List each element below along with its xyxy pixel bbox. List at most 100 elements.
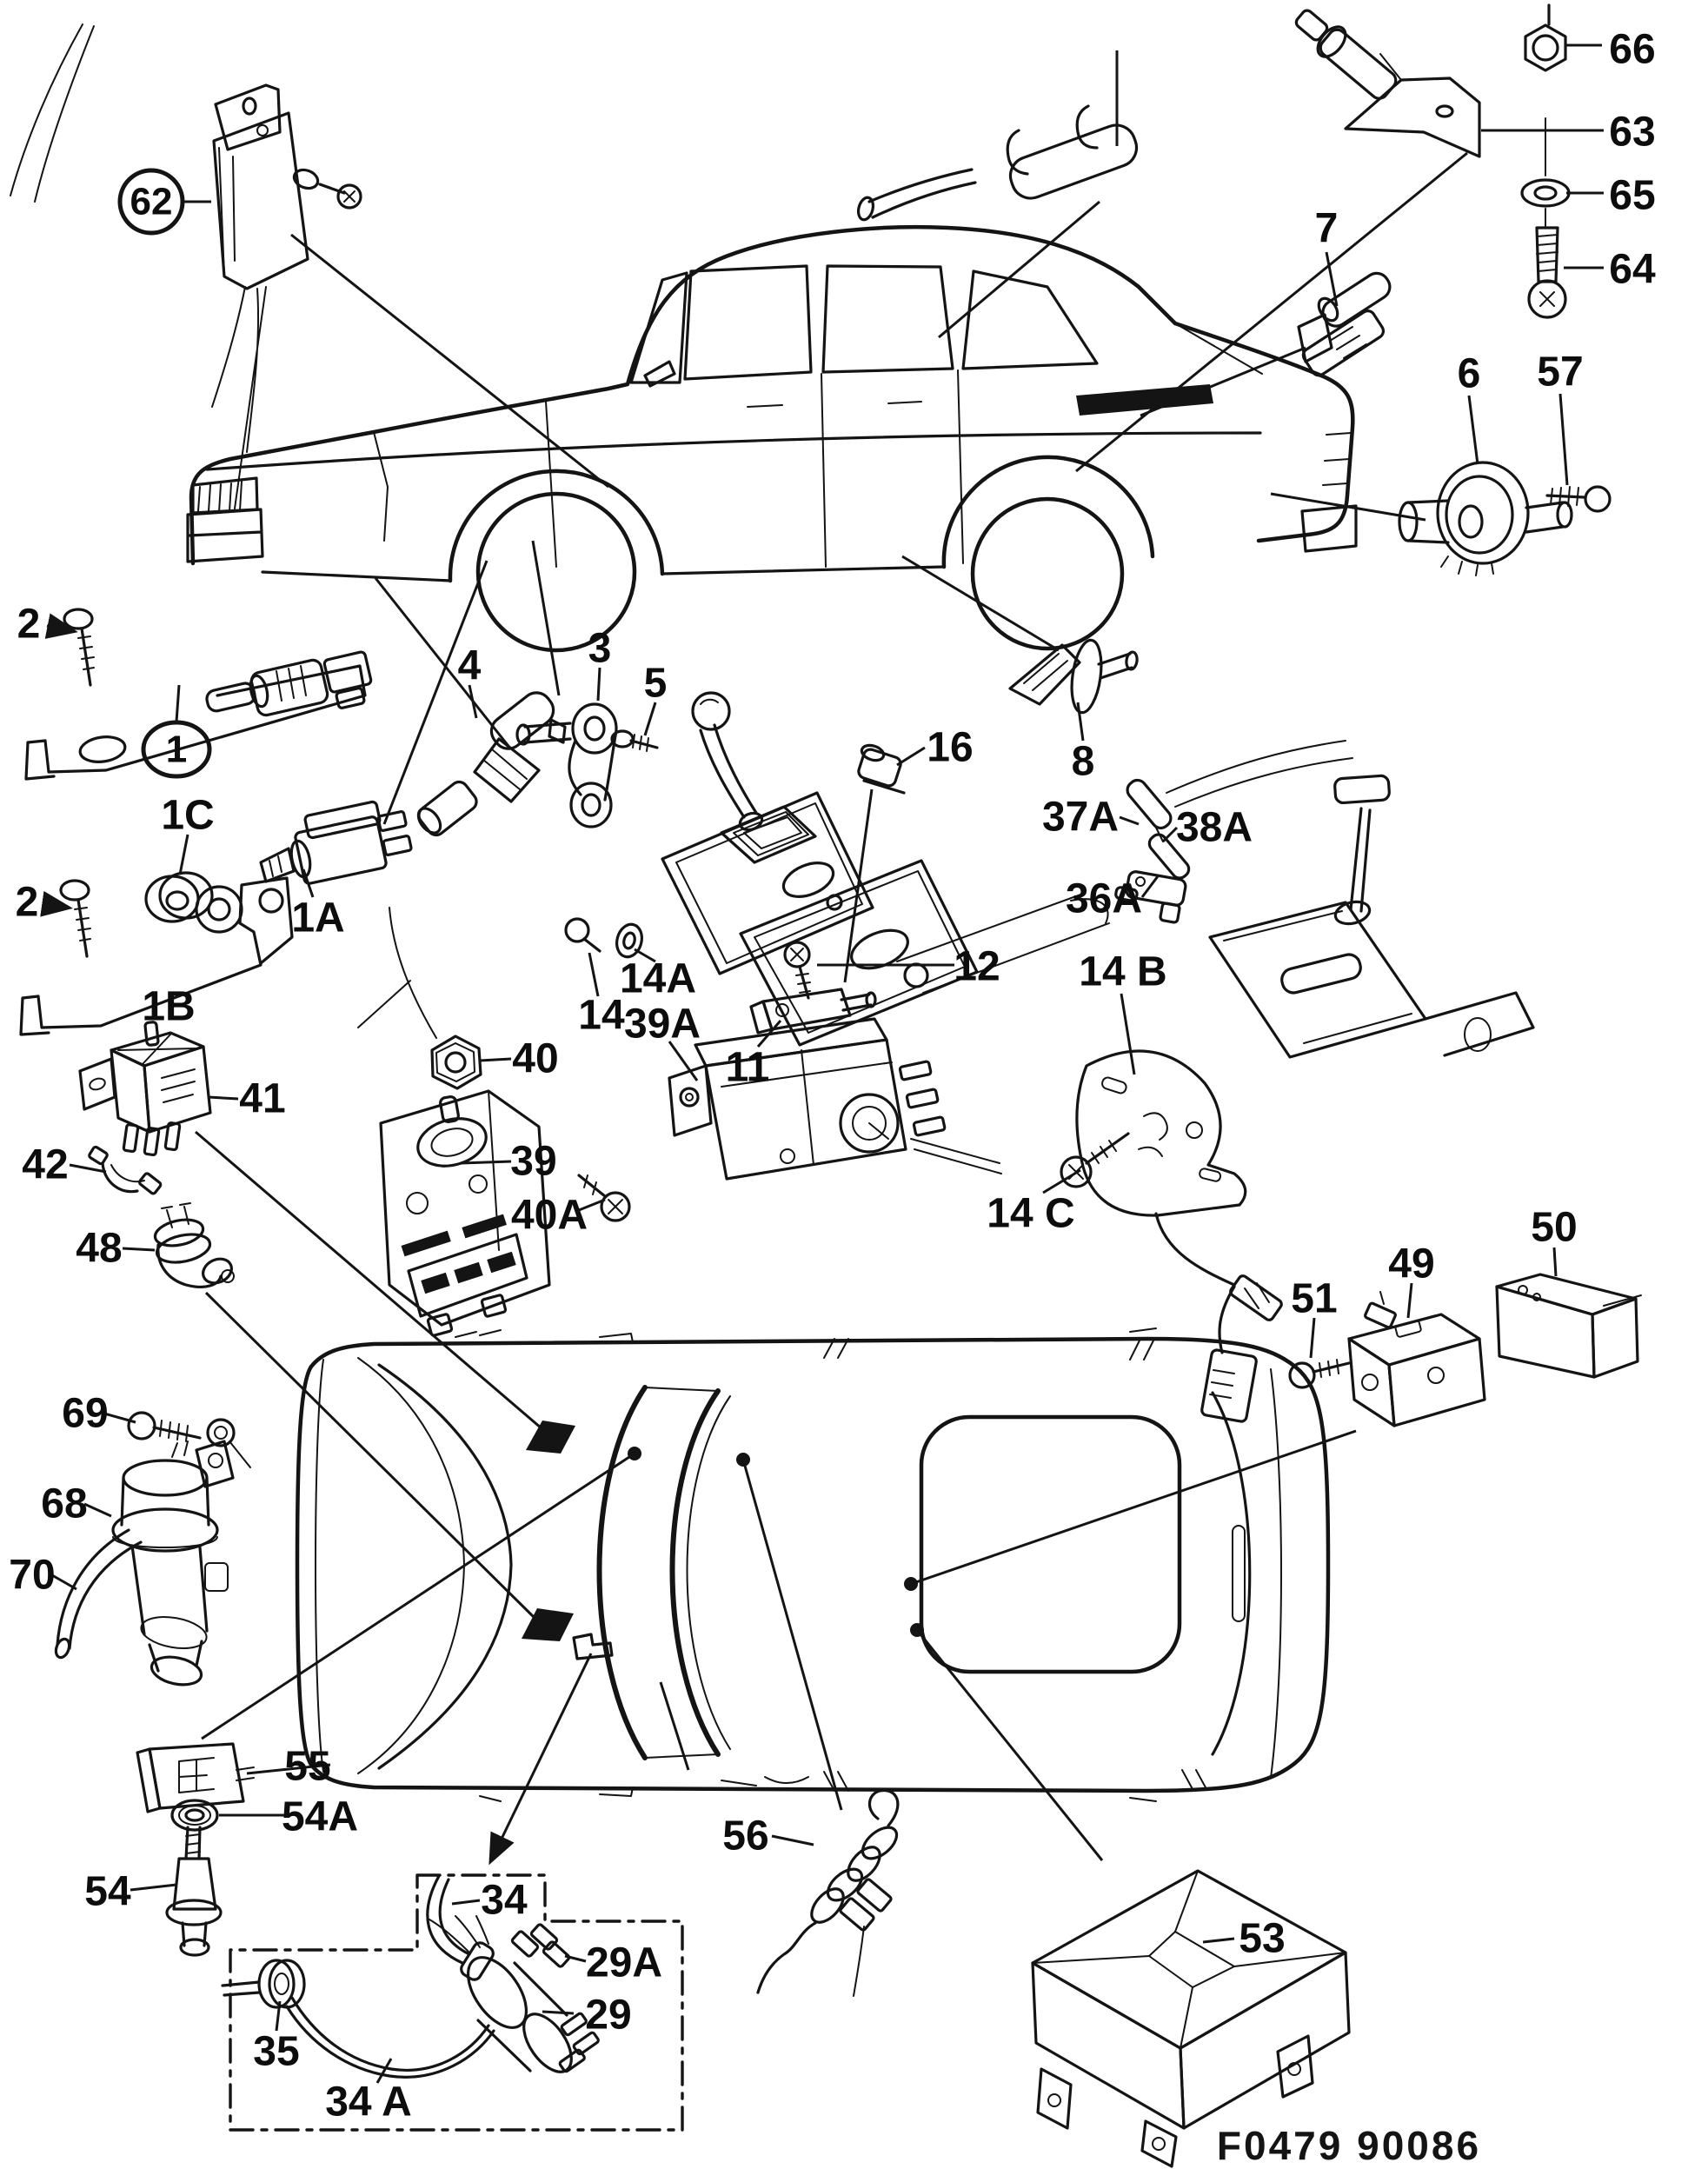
leader-line	[896, 746, 926, 767]
leader-line	[246, 1763, 331, 1775]
leader-line	[83, 1502, 112, 1518]
leader-line	[1467, 395, 1479, 465]
part-62-control-unit	[10, 23, 362, 509]
part-label-69: 69	[62, 1391, 108, 1437]
leader-line	[382, 560, 488, 825]
leader-line	[195, 1130, 555, 1440]
leader-line	[479, 1057, 512, 1062]
leader-line	[1202, 1937, 1235, 1944]
part-label-53: 53	[1239, 1916, 1285, 1962]
part-14C-screw	[1060, 1132, 1130, 1188]
part-label-29A: 29A	[586, 1940, 662, 1986]
part-41-switch	[78, 1021, 212, 1157]
car-top-view	[295, 1327, 1331, 1802]
leader-line	[103, 1412, 136, 1424]
leader-line	[374, 577, 513, 750]
part-40-nut	[357, 907, 482, 1090]
part-gear-selector	[1208, 774, 1535, 1059]
leader-line	[1120, 993, 1136, 1075]
part-1-brake-switch-bar	[24, 650, 373, 781]
leader-line	[290, 233, 609, 489]
part-label-48: 48	[76, 1226, 122, 1272]
leader-line	[1270, 492, 1426, 522]
leader-line	[201, 1452, 635, 1740]
leader-line	[488, 1653, 593, 1866]
part-29-bulb-socket	[429, 1915, 600, 2073]
part-50-bracket	[1495, 1273, 1642, 1379]
part-7-switch	[1297, 271, 1392, 377]
part-68-washer-pump	[111, 1440, 235, 1687]
leader-line	[69, 1163, 107, 1174]
leader-line	[130, 1883, 177, 1892]
leader-line	[460, 1160, 512, 1165]
leader-line	[204, 1291, 539, 1622]
part-label-5: 5	[644, 661, 668, 707]
part-48-sensor	[153, 1202, 235, 1288]
part-label-40A: 40A	[511, 1193, 588, 1239]
part-label-ring-1	[141, 720, 212, 779]
part-label-1B: 1B	[142, 984, 195, 1030]
part-11-bracket	[749, 988, 877, 1035]
part-6-sensor-disc	[1398, 461, 1573, 576]
part-label-55: 55	[284, 1744, 330, 1790]
part-label-1: 1	[166, 729, 187, 771]
leader-line	[468, 684, 478, 719]
part-55-connector	[136, 1742, 255, 1813]
leader-line	[659, 1681, 690, 1771]
car-side-view	[186, 224, 1358, 653]
leader-line	[1119, 815, 1140, 826]
part-69-screw-eyelet	[127, 1411, 251, 1468]
part-label-4: 4	[458, 643, 482, 689]
part-66-nut	[1524, 3, 1567, 176]
leader-line	[208, 1095, 239, 1101]
leader-line	[1325, 251, 1339, 307]
part-label-54A: 54A	[282, 1794, 358, 1840]
part-label-8: 8	[1072, 739, 1095, 785]
part-label-14: 14	[578, 993, 625, 1039]
part-53-control-module	[1031, 1869, 1351, 2168]
part-label-1C: 1C	[161, 793, 214, 839]
leader-line	[643, 702, 657, 736]
leader-line	[1558, 393, 1569, 486]
leader-line	[741, 1459, 843, 1811]
leader-line	[1075, 151, 1468, 473]
leader-line	[375, 2058, 393, 2084]
part-39A-relay	[668, 1017, 1002, 1181]
part-70-hose	[54, 1528, 143, 1660]
leader-line	[634, 948, 656, 963]
part-34-wire	[426, 1874, 471, 1965]
part-16-switch	[857, 743, 906, 795]
part-label-63: 63	[1609, 110, 1655, 156]
part-2b-screw	[59, 879, 91, 958]
part-label-14A: 14A	[620, 956, 696, 1002]
leader-line	[175, 684, 181, 722]
part-8-door-switch	[1008, 638, 1139, 715]
part-1A-switch	[259, 800, 413, 885]
part-label-56: 56	[722, 1813, 768, 1860]
leader-line	[1140, 346, 1306, 417]
part-label-11: 11	[726, 1045, 770, 1091]
part-54A-washer	[170, 1799, 219, 1832]
dashed-inset-box	[229, 1873, 684, 2132]
part-label-14C: 14 C	[987, 1191, 1074, 1237]
leader-dot	[736, 1453, 750, 1467]
leader-line	[302, 868, 315, 898]
leader-line	[588, 952, 600, 997]
part-12-screw	[783, 941, 811, 1000]
leader-line	[451, 1899, 481, 1906]
part-label-68: 68	[41, 1481, 87, 1527]
leader-line	[1161, 826, 1179, 843]
part-label-41: 41	[239, 1076, 285, 1122]
leader-line	[1042, 1168, 1081, 1194]
leader-dot	[910, 1623, 924, 1637]
part-36A-37A-38A-valves	[1114, 740, 1353, 924]
part-label-14B: 14 B	[1079, 949, 1166, 995]
part-label-37A: 37A	[1042, 795, 1119, 841]
part-label-57: 57	[1537, 349, 1583, 396]
part-label-39A: 39A	[624, 1001, 701, 1048]
leader-line	[531, 540, 561, 696]
leader-line	[668, 1041, 699, 1081]
leader-line	[771, 1834, 814, 1846]
